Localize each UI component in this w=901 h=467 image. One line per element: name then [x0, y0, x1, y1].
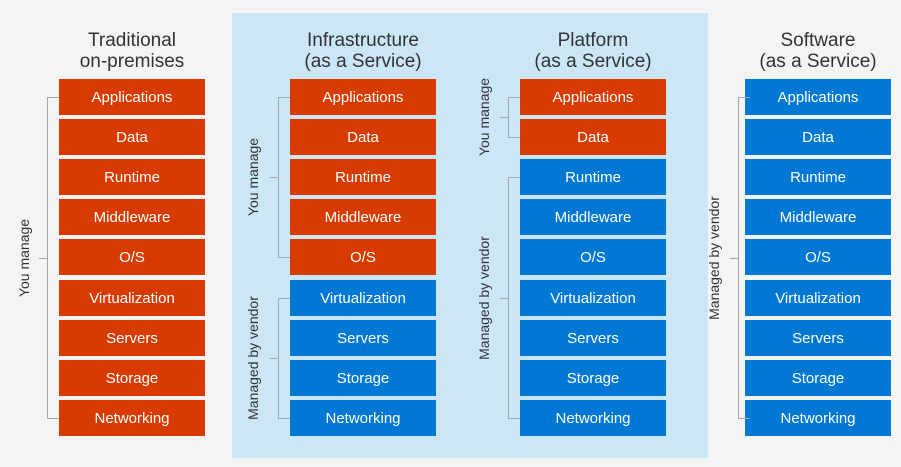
layer-box-storage: Storage — [745, 360, 891, 396]
layer-box-networking: Networking — [59, 400, 205, 436]
layer-box-storage: Storage — [520, 360, 666, 396]
column-title-line-1: Traditional — [87, 30, 176, 51]
layer-box-runtime: Runtime — [59, 159, 205, 195]
layer-box-o-s: O/S — [520, 239, 666, 275]
layer-box-networking: Networking — [520, 400, 666, 436]
layer-box-data: Data — [745, 119, 891, 155]
layer-box-applications: Applications — [290, 79, 436, 115]
layer-box-middleware: Middleware — [290, 199, 436, 235]
layer-box-o-s: O/S — [290, 239, 436, 275]
managed-by-vendor-bracket-tick — [270, 358, 278, 359]
layer-box-networking: Networking — [290, 400, 436, 436]
you-manage-label: You manage — [16, 218, 32, 297]
layer-box-virtualization: Virtualization — [290, 280, 436, 316]
managed-by-vendor-bracket — [278, 298, 290, 419]
column-title-line-2: on-premises — [79, 51, 185, 72]
layer-box-servers: Servers — [745, 320, 891, 356]
you-manage-bracket-tick — [500, 117, 508, 118]
managed-by-vendor-bracket — [738, 97, 750, 419]
managed-by-vendor-bracket-tick — [730, 258, 738, 259]
layer-box-data: Data — [520, 119, 666, 155]
column-title-line-2: (as a Service) — [304, 51, 422, 72]
layer-box-networking: Networking — [745, 400, 891, 436]
layer-box-middleware: Middleware — [520, 199, 666, 235]
layer-box-runtime: Runtime — [520, 159, 666, 195]
you-manage-bracket — [278, 97, 290, 258]
layer-box-applications: Applications — [520, 79, 666, 115]
managed-by-vendor-label: Managed by vendor — [245, 296, 261, 420]
layer-box-middleware: Middleware — [59, 199, 205, 235]
layer-box-o-s: O/S — [745, 239, 891, 275]
layer-box-virtualization: Virtualization — [59, 280, 205, 316]
you-manage-bracket-tick — [270, 177, 278, 178]
you-manage-label: You manage — [476, 77, 492, 157]
layer-box-storage: Storage — [290, 360, 436, 396]
layer-box-data: Data — [59, 119, 205, 155]
layer-box-o-s: O/S — [59, 239, 205, 275]
column-title-line-1: Software — [780, 30, 856, 51]
column-title-line-2: (as a Service) — [759, 51, 877, 72]
you-manage-bracket — [47, 97, 59, 419]
column-title: Software(as a Service) — [738, 30, 898, 72]
managed-by-vendor-bracket-tick — [500, 298, 508, 299]
you-manage-bracket — [508, 97, 520, 138]
column-title-line-2: (as a Service) — [534, 51, 652, 72]
column-title-line-1: Platform — [557, 30, 629, 51]
managed-by-vendor-label: Managed by vendor — [476, 235, 492, 360]
you-manage-bracket-tick — [39, 258, 47, 259]
you-manage-label: You manage — [245, 137, 261, 217]
column-title: Platform(as a Service) — [513, 30, 673, 72]
layer-box-servers: Servers — [59, 320, 205, 356]
layer-box-middleware: Middleware — [745, 199, 891, 235]
layer-box-data: Data — [290, 119, 436, 155]
column-title-line-1: Infrastructure — [307, 30, 419, 51]
managed-by-vendor-label: Managed by vendor — [706, 195, 722, 320]
layer-box-storage: Storage — [59, 360, 205, 396]
layer-box-runtime: Runtime — [745, 159, 891, 195]
layer-box-virtualization: Virtualization — [745, 280, 891, 316]
managed-by-vendor-bracket — [508, 177, 520, 419]
layer-box-applications: Applications — [745, 79, 891, 115]
layer-box-runtime: Runtime — [290, 159, 436, 195]
layer-box-servers: Servers — [520, 320, 666, 356]
layer-box-applications: Applications — [59, 79, 205, 115]
layer-box-virtualization: Virtualization — [520, 280, 666, 316]
layer-box-servers: Servers — [290, 320, 436, 356]
column-title: Infrastructure(as a Service) — [283, 30, 443, 72]
